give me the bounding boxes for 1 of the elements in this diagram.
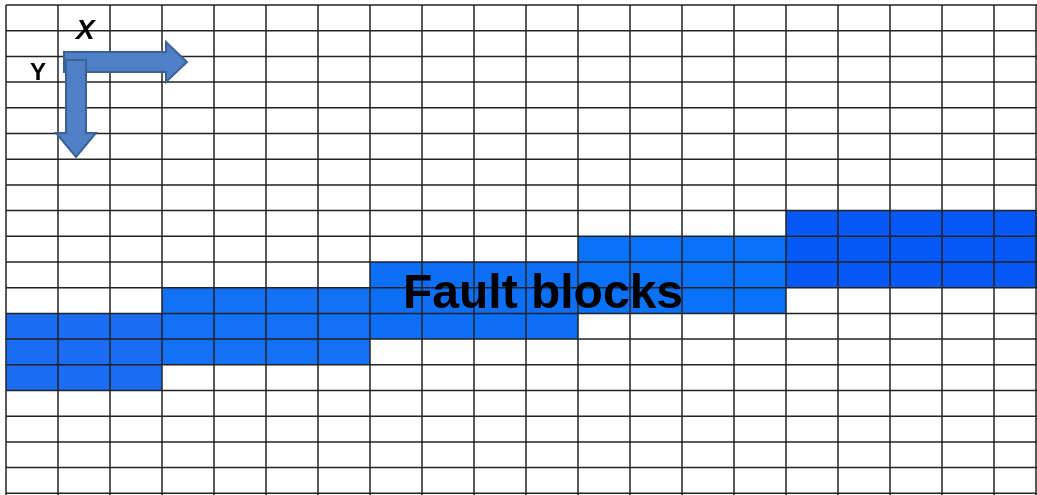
axis-label: Y xyxy=(30,60,46,84)
